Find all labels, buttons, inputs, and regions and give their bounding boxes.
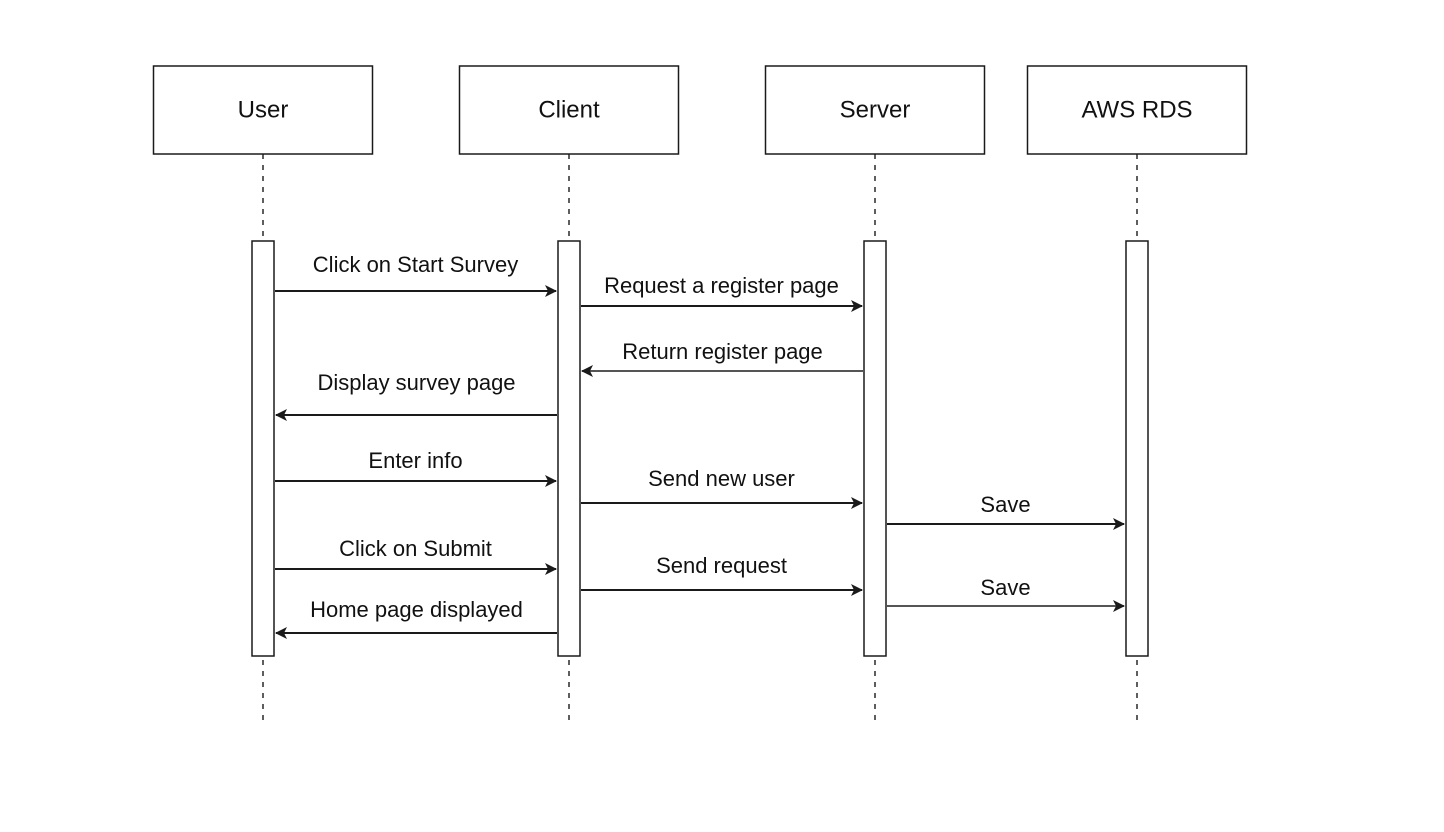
message-label-7: Save (980, 492, 1030, 517)
participant-label-server: Server (840, 96, 911, 123)
message-6: Send new user (581, 466, 863, 509)
message-8: Click on Submit (275, 536, 557, 575)
participant-rds: AWS RDS (1026, 65, 1248, 722)
participant-label-rds: AWS RDS (1081, 96, 1192, 123)
activation-bar-rds (1125, 240, 1149, 657)
message-1: Click on Start Survey (275, 252, 557, 297)
participant-user: User (152, 65, 374, 722)
message-10: Save (887, 575, 1125, 612)
message-label-11: Home page displayed (310, 597, 523, 622)
message-label-10: Save (980, 575, 1030, 600)
participant-box-user (152, 65, 374, 155)
participant-box-server (764, 65, 986, 155)
activation-bar-server (863, 240, 887, 657)
participant-box-client (458, 65, 680, 155)
message-4: Display survey page (275, 370, 557, 421)
message-label-1: Click on Start Survey (313, 252, 518, 277)
message-label-4: Display survey page (317, 370, 515, 395)
activation-bar-client (557, 240, 581, 657)
participant-box-rds (1026, 65, 1248, 155)
message-label-8: Click on Submit (339, 536, 492, 561)
participant-label-client: Client (538, 96, 600, 123)
message-label-9: Send request (656, 553, 787, 578)
participant-label-user: User (238, 96, 289, 123)
message-9: Send request (581, 553, 863, 596)
message-label-6: Send new user (648, 466, 795, 491)
participants: User Client Server AWS RDS (152, 65, 1248, 722)
message-label-5: Enter info (368, 448, 462, 473)
participant-server: Server (764, 65, 986, 722)
message-2: Request a register page (581, 273, 863, 312)
message-5: Enter info (275, 448, 557, 487)
participant-client: Client (458, 65, 680, 722)
message-label-2: Request a register page (604, 273, 839, 298)
message-11: Home page displayed (275, 597, 557, 639)
activation-bar-user (251, 240, 275, 657)
message-7: Save (887, 492, 1125, 530)
message-label-3: Return register page (622, 339, 823, 364)
message-3: Return register page (581, 339, 863, 377)
